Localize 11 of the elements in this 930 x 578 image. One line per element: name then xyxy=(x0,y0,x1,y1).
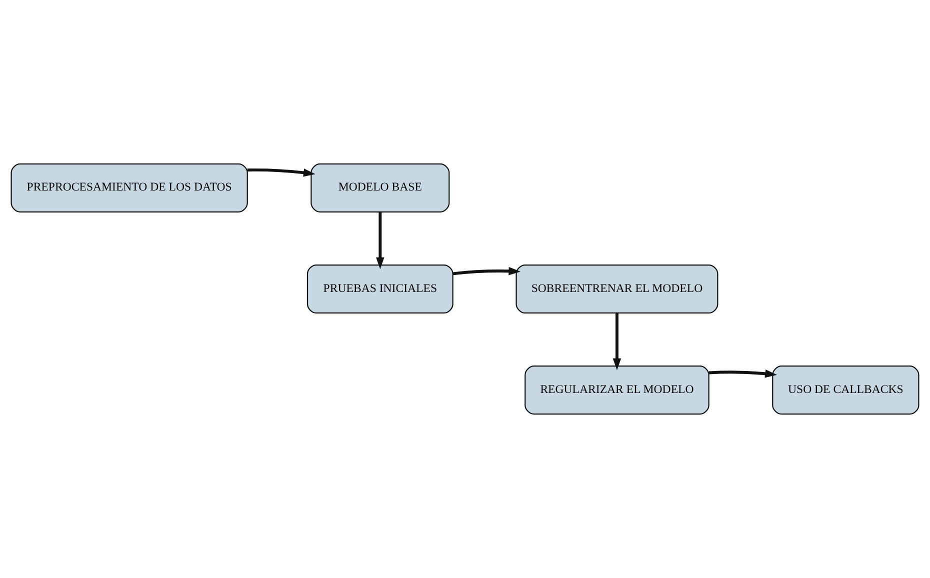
arrow xyxy=(376,212,384,270)
arrow xyxy=(612,313,622,370)
node-box: USO DE CALLBACKS xyxy=(772,366,920,415)
node-box: PREPROCESAMIENTO DE LOS DATOS xyxy=(10,163,248,212)
arrow xyxy=(247,168,316,177)
arrow xyxy=(452,267,521,276)
node-box: PRUEBAS INICIALES xyxy=(306,264,454,314)
node-box: SOBREENTRENAR EL MODELO xyxy=(516,264,718,314)
node-box: REGULARIZAR EL MODELO xyxy=(524,366,710,415)
node-box: MODELO BASE xyxy=(310,163,450,212)
arrow xyxy=(708,370,777,378)
